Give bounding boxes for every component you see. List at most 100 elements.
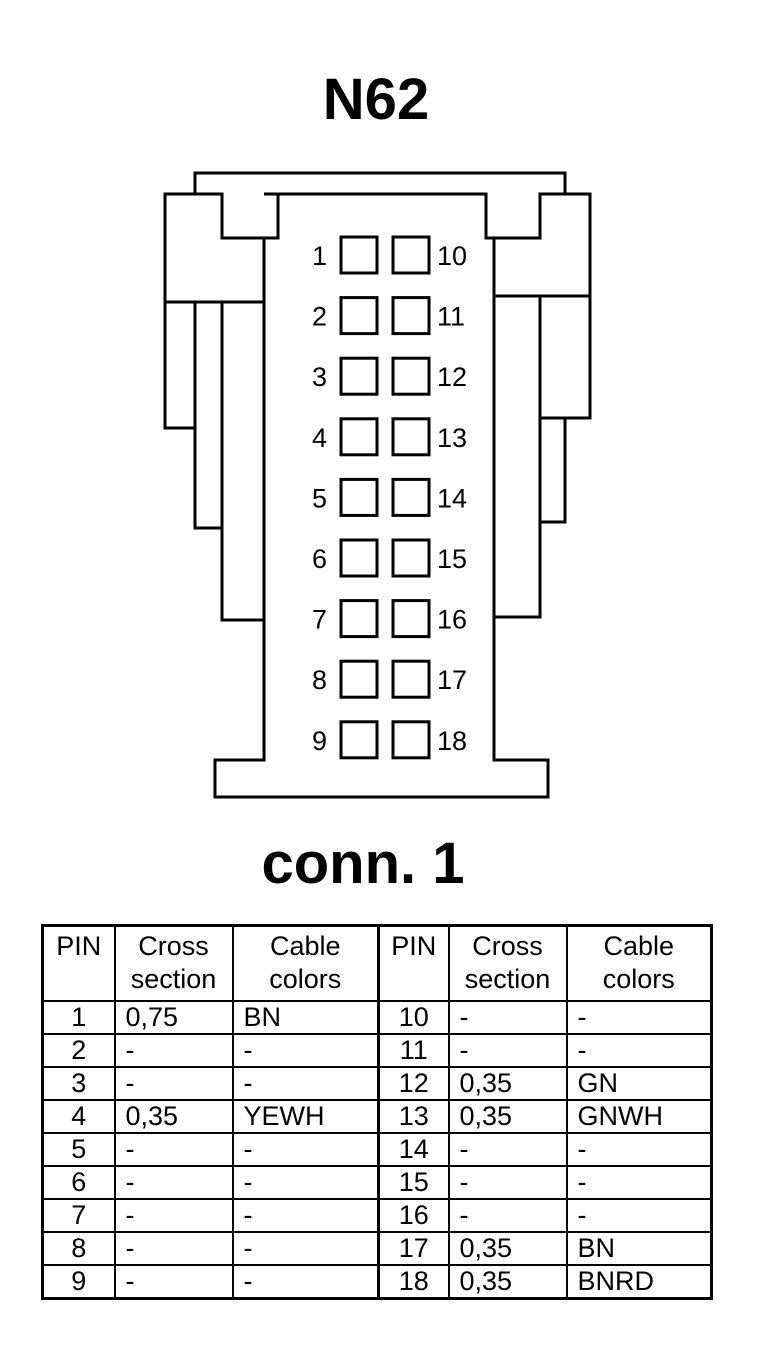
pin-number: 16: [377, 1198, 450, 1233]
pin-number: 5: [41, 1132, 116, 1167]
table-row: 7 - - 16 - -: [41, 1198, 713, 1233]
pin-label-right: 15: [437, 544, 467, 574]
cable-color-value: GNWH: [565, 1099, 713, 1134]
cable-color-value: -: [565, 1132, 713, 1167]
cross-section-value: 0,75: [113, 1000, 234, 1035]
pin-box-right: [391, 356, 431, 396]
cross-section-value: 0,35: [447, 1264, 568, 1300]
table-row: 6 - - 15 - -: [41, 1165, 713, 1200]
pin-number: 15: [377, 1165, 450, 1200]
cross-section-value: -: [113, 1198, 234, 1233]
cable-color-value: BNRD: [565, 1264, 713, 1300]
cross-section-value: -: [447, 1033, 568, 1068]
pin-number: 12: [377, 1066, 450, 1101]
pin-label-left: 4: [312, 423, 327, 453]
cable-color-value: BN: [565, 1231, 713, 1266]
cable-color-value: -: [231, 1198, 380, 1233]
cable-color-value: GN: [565, 1066, 713, 1101]
cable-color-value: -: [565, 1033, 713, 1068]
pin-box-right: [391, 417, 431, 457]
pin-label-right: 12: [437, 362, 467, 392]
connector-central-body: [213, 236, 550, 799]
table-row: 2 - - 11 - -: [41, 1033, 713, 1068]
pin-number: 13: [377, 1099, 450, 1134]
connector-top-cap: [193, 171, 567, 194]
pin-label-right: 14: [437, 483, 467, 513]
pin-box-left: [339, 599, 379, 639]
pin-number: 17: [377, 1231, 450, 1266]
cross-section-value: 0,35: [113, 1099, 234, 1134]
pin-box-right: [391, 235, 431, 275]
cable-color-value: -: [231, 1132, 380, 1167]
pin-number: 2: [41, 1033, 116, 1068]
connector-body-outline: [195, 192, 565, 240]
pin-label-right: 17: [437, 665, 467, 695]
cross-section-value: -: [113, 1264, 234, 1300]
cable-color-value: -: [565, 1165, 713, 1200]
cable-color-value: YEWH: [231, 1099, 380, 1134]
cable-color-value: -: [231, 1264, 380, 1300]
connector-subtitle: conn. 1: [261, 831, 465, 896]
pin-label-left: 1: [312, 241, 327, 271]
table-row: 1 0,75 BN 10 - -: [41, 1000, 713, 1035]
cross-section-value: -: [447, 1198, 568, 1233]
pin-label-left: 5: [312, 483, 327, 513]
right-latch: [494, 192, 592, 619]
cable-color-value: -: [231, 1165, 380, 1200]
cross-section-value: -: [113, 1033, 234, 1068]
pin-number: 4: [41, 1099, 116, 1134]
pin-label-left: 2: [312, 302, 327, 332]
pin-box-right: [391, 599, 431, 639]
pin-label-left: 9: [312, 726, 327, 756]
table-row: 9 - - 18 0,35 BNRD: [41, 1264, 713, 1300]
connector-title: N62: [322, 67, 430, 132]
pin-box-left: [339, 296, 379, 336]
pin-number: 9: [41, 1264, 116, 1300]
cable-color-value: -: [565, 1198, 713, 1233]
pin-box-left: [339, 235, 379, 275]
pin-label-left: 6: [312, 544, 327, 574]
pin-label-left: 7: [312, 605, 327, 635]
pin-boxes: [339, 235, 431, 760]
table-row: 5 - - 14 - -: [41, 1132, 713, 1167]
pin-number: 11: [377, 1033, 450, 1068]
left-latch: [163, 192, 264, 622]
cross-section-value: -: [447, 1132, 568, 1167]
pin-box-right: [391, 477, 431, 517]
pin-label-left: 3: [312, 362, 327, 392]
cable-color-value: -: [231, 1033, 380, 1068]
pin-label-right: 16: [437, 605, 467, 635]
pin-number: 10: [377, 1000, 450, 1035]
table-row: 3 - - 12 0,35 GN: [41, 1066, 713, 1101]
pin-number: 18: [377, 1264, 450, 1300]
cable-color-value: -: [231, 1066, 380, 1101]
cross-section-value: -: [113, 1066, 234, 1101]
pin-number: 8: [41, 1231, 116, 1266]
pin-box-left: [339, 659, 379, 699]
cable-color-value: -: [231, 1231, 380, 1266]
pin-box-right: [391, 659, 431, 699]
header-pin: PIN: [377, 924, 450, 1002]
pin-box-left: [339, 417, 379, 457]
pin-label-left: 8: [312, 665, 327, 695]
header-pin: PIN: [41, 924, 116, 1002]
pin-number: 3: [41, 1066, 116, 1101]
pin-box-right: [391, 538, 431, 578]
pin-number: 14: [377, 1132, 450, 1167]
pin-number: 6: [41, 1165, 116, 1200]
pin-label-right: 11: [437, 302, 465, 332]
pin-box-right: [391, 720, 431, 760]
cross-section-value: -: [447, 1165, 568, 1200]
pin-label-right: 18: [437, 726, 467, 756]
cross-section-value: -: [113, 1231, 234, 1266]
pin-number: 7: [41, 1198, 116, 1233]
table-row: 8 - - 17 0,35 BN: [41, 1231, 713, 1266]
